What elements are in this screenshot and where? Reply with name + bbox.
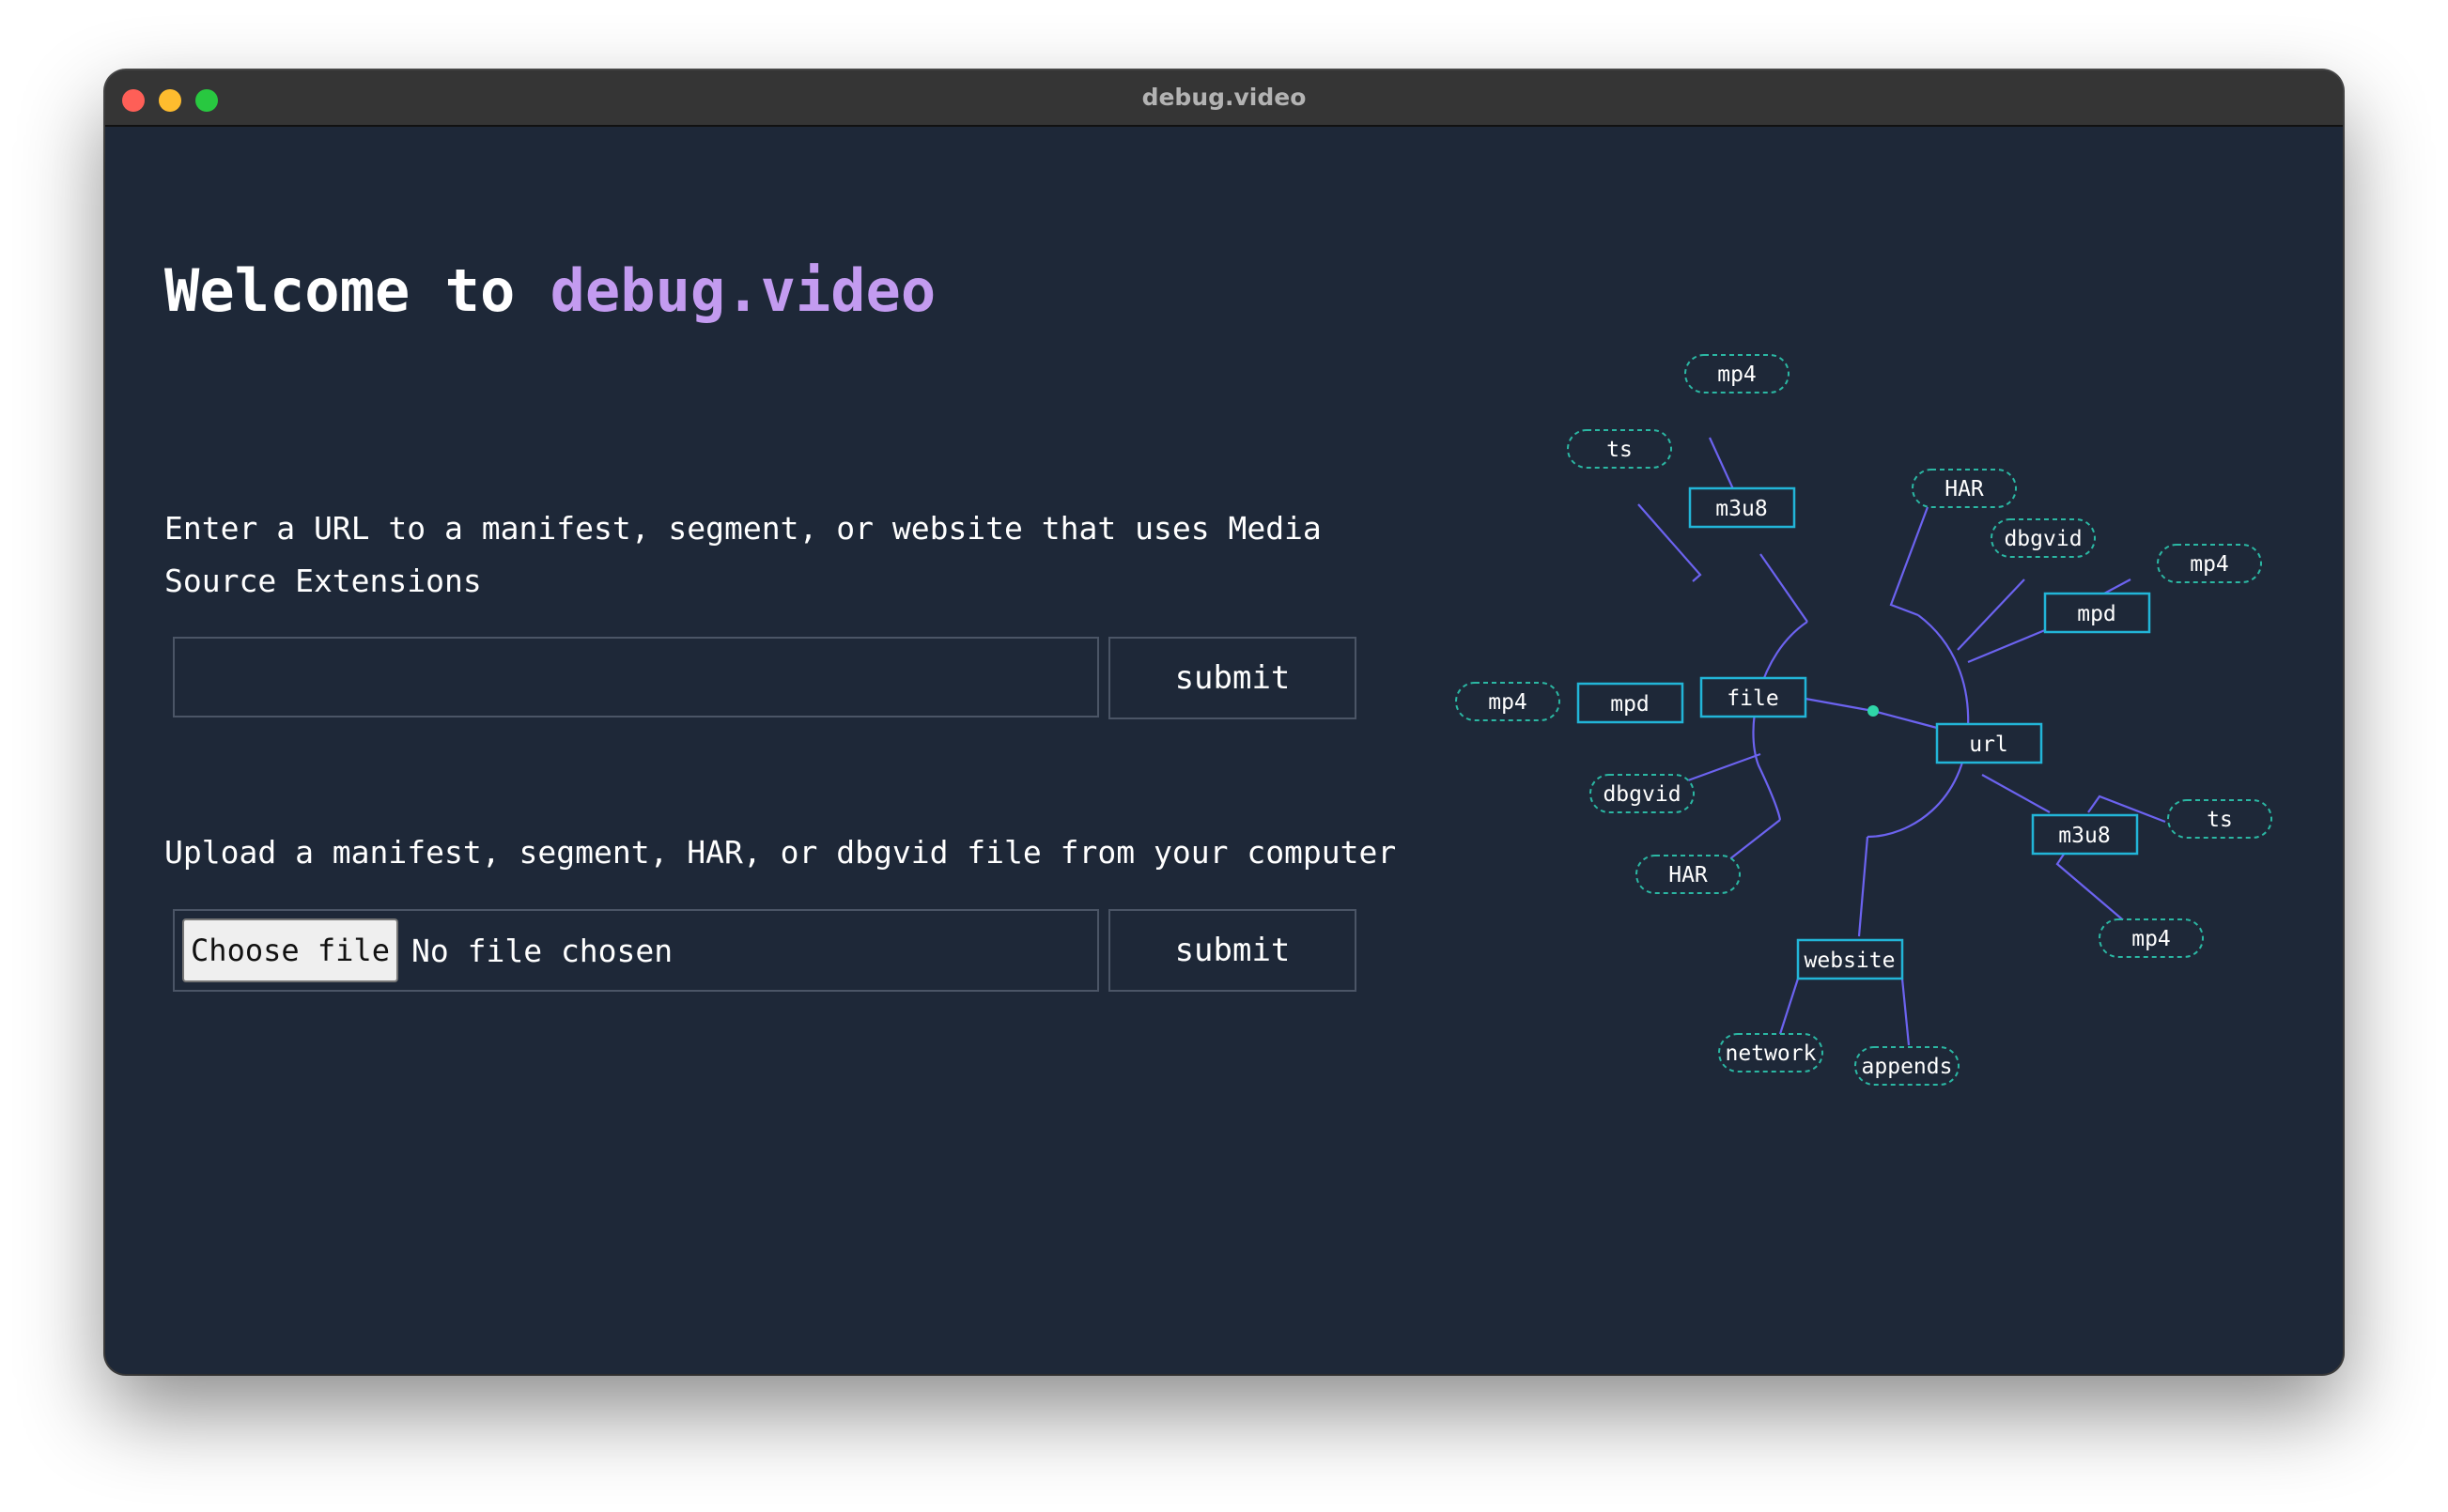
leaf-file-dbgvid: dbgvid — [1589, 774, 1695, 813]
leaf-url-dbgvid-label: dbgvid — [2004, 527, 2082, 551]
url-input[interactable] — [173, 637, 1099, 717]
leaf-url-m3u8-mp4-label: mp4 — [2131, 927, 2171, 951]
leaf-website-network-label: network — [1726, 1041, 1817, 1066]
app-window: debug.video Welcome to debug.video Enter… — [105, 70, 2343, 1374]
leaf-url-m3u8-ts: ts — [2167, 799, 2272, 839]
title-prefix: Welcome to — [164, 256, 550, 325]
leaf-url-dbgvid: dbgvid — [1991, 518, 2096, 558]
edge-url-m3u8 — [1981, 774, 2051, 813]
node-file-m3u8-label: m3u8 — [1715, 497, 1767, 521]
leaf-website-appends: appends — [1854, 1046, 1960, 1086]
edge-file-m3u8 — [1759, 553, 1808, 623]
title-brand: debug.video — [550, 256, 937, 325]
leaf-url-har: HAR — [1912, 469, 2017, 508]
format-graph: file url website mpd m3u8 mpd — [1455, 354, 2272, 1086]
maximize-window-button[interactable] — [195, 89, 218, 112]
page-title: Welcome to debug.video — [164, 256, 936, 325]
node-url-label: url — [1969, 733, 2008, 757]
leaf-file-m3u8-mp4: mp4 — [1684, 354, 1790, 393]
edge-root-file — [1805, 697, 1874, 713]
node-website: website — [1796, 938, 1904, 980]
leaf-file-mpd-mp4-label: mp4 — [1488, 690, 1527, 715]
node-url-m3u8-label: m3u8 — [2058, 824, 2110, 848]
graph-root-dot — [1867, 705, 1879, 717]
leaf-file-m3u8-ts-label: ts — [1606, 438, 1633, 462]
file-input[interactable]: Choose file No file chosen — [173, 909, 1099, 992]
node-file-mpd: mpd — [1576, 682, 1684, 724]
edge-website-network — [1778, 978, 1800, 1035]
edge-file-arc — [1752, 621, 1808, 821]
edge-url-dbgvid — [1957, 579, 2025, 651]
node-file-label: file — [1727, 687, 1778, 711]
file-submit-button[interactable]: submit — [1108, 909, 1356, 992]
node-url: url — [1935, 722, 2043, 764]
leaf-file-har: HAR — [1635, 855, 1741, 894]
node-url-m3u8: m3u8 — [2031, 813, 2139, 856]
edge-mpd-mp4b — [2103, 579, 2131, 594]
leaf-file-m3u8-mp4-label: mp4 — [1717, 363, 1757, 387]
node-file-mpd-label: mpd — [1610, 692, 1650, 717]
title-bar: debug.video — [105, 70, 2343, 127]
node-url-mpd: mpd — [2043, 592, 2151, 634]
edge-m3u8-ts-b — [2087, 795, 2166, 824]
edge-root-url — [1872, 709, 1938, 730]
node-file: file — [1699, 676, 1807, 718]
edge-website-appends — [1900, 978, 1911, 1046]
leaf-file-har-label: HAR — [1668, 863, 1708, 887]
choose-file-button[interactable]: Choose file — [182, 918, 398, 982]
node-website-label: website — [1805, 949, 1896, 973]
edge-m3u8-ts — [1637, 503, 1702, 582]
url-submit-button[interactable]: submit — [1108, 637, 1356, 719]
node-file-m3u8: m3u8 — [1688, 486, 1796, 529]
edge-url-har — [1889, 506, 1929, 617]
leaf-url-m3u8-mp4: mp4 — [2099, 918, 2204, 958]
window-title: debug.video — [1141, 84, 1307, 111]
leaf-url-har-label: HAR — [1944, 477, 1984, 501]
url-description: Enter a URL to a manifest, segment, or w… — [164, 510, 1322, 599]
edge-file-dbgvid — [1687, 752, 1761, 782]
edge-url-website — [1857, 836, 1869, 937]
leaf-file-dbgvid-label: dbgvid — [1603, 782, 1681, 807]
minimize-window-button[interactable] — [159, 89, 181, 112]
leaf-url-mpd-mp4-label: mp4 — [2190, 552, 2229, 577]
upload-description: Upload a manifest, segment, HAR, or dbgv… — [164, 834, 1397, 871]
file-status: No file chosen — [411, 933, 674, 969]
close-window-button[interactable] — [122, 89, 145, 112]
leaf-url-mpd-mp4: mp4 — [2157, 544, 2262, 583]
leaf-url-m3u8-ts-label: ts — [2207, 808, 2233, 832]
leaf-file-mpd-mp4: mp4 — [1455, 682, 1560, 721]
node-url-mpd-label: mpd — [2077, 602, 2116, 626]
edge-url-mpd — [1967, 628, 2046, 664]
leaf-website-appends-label: appends — [1862, 1055, 1953, 1079]
leaf-website-network: network — [1718, 1033, 1823, 1072]
main-content: Welcome to debug.video Enter a URL to a … — [105, 127, 2343, 1374]
edge-m3u8-mp4-b — [2055, 849, 2128, 924]
leaf-file-m3u8-ts: ts — [1567, 429, 1672, 469]
